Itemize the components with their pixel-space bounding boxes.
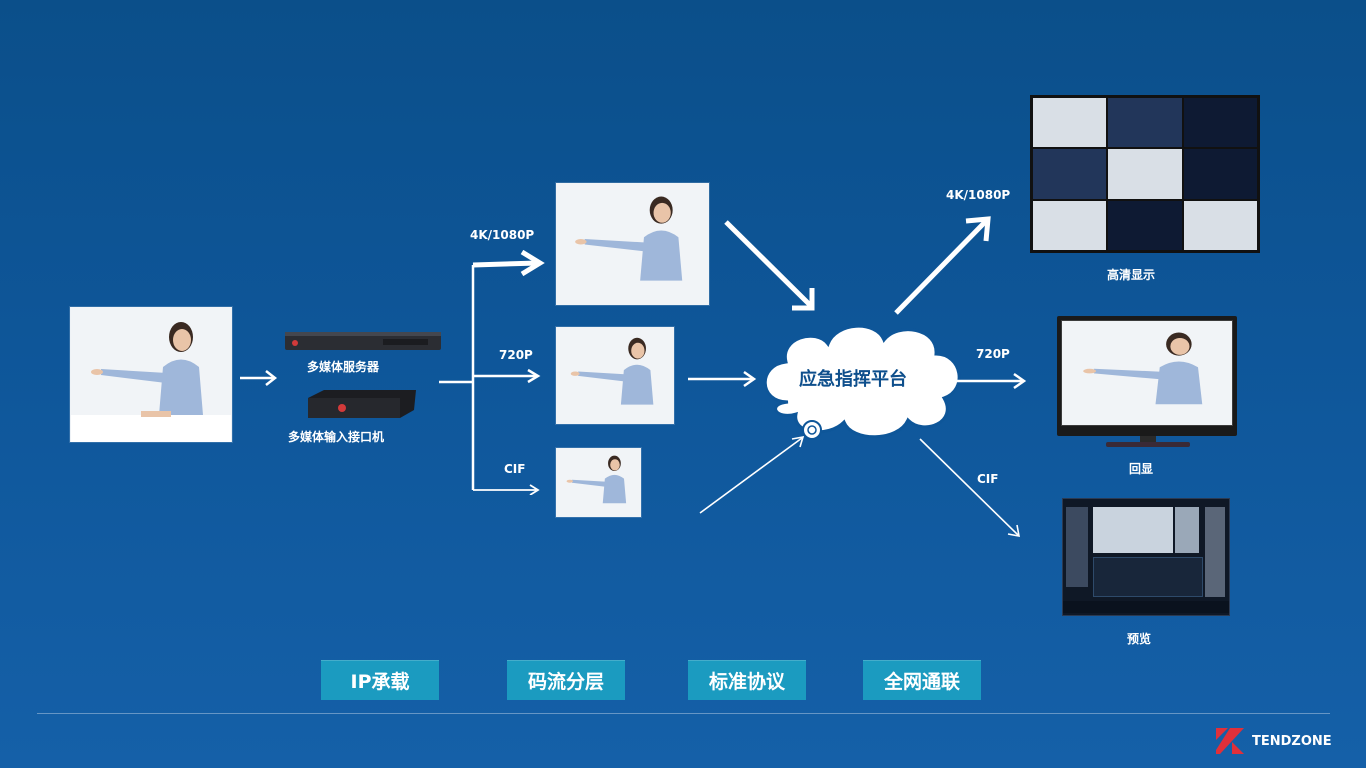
presenter-illustration [556, 183, 709, 305]
presenter-illustration [556, 327, 674, 424]
video-wall-tile [1108, 98, 1182, 148]
server-label: 多媒体服务器 [307, 360, 380, 374]
dashboard-toolbar [1063, 601, 1229, 613]
stream-label-720p: 720P [499, 348, 533, 362]
stream-branch-connector [439, 250, 545, 495]
video-wall-tile [1033, 98, 1107, 148]
video-wall-tile [1183, 149, 1257, 199]
output-caption-hd: 高清显示 [1106, 268, 1156, 282]
arrows-platform-to-outputs [894, 216, 1027, 537]
platform-label: 应急指挥平台 [799, 369, 907, 390]
video-wall-tile [1033, 200, 1107, 250]
dashboard-control-panel [1093, 557, 1203, 597]
multimedia-interface-box-icon [308, 390, 416, 418]
video-wall-tile [1183, 200, 1257, 250]
feature-standard-protocol: 标准协议 [688, 660, 806, 700]
feature-stream-layering: 码流分层 [507, 660, 625, 700]
brand-name: TENDZONE [1252, 734, 1332, 749]
footer-divider [37, 713, 1330, 714]
stream-image-4k [556, 183, 709, 305]
source-video-image [70, 307, 232, 442]
presenter-illustration [556, 448, 641, 517]
arrows-streams-to-platform [688, 220, 815, 514]
platform-cloud-shape [763, 324, 961, 440]
preview-dashboard [1062, 498, 1230, 616]
output-caption-echo: 回显 [1128, 462, 1154, 476]
output-caption-preview: 预览 [1126, 632, 1152, 646]
video-wall-tile [1033, 149, 1107, 199]
output-label-4k: 4K/1080P [946, 188, 1011, 202]
video-wall-tile [1183, 98, 1257, 148]
output-label-cif: CIF [977, 472, 999, 486]
tendzone-logo-icon [1216, 728, 1244, 754]
echo-monitor [1057, 316, 1237, 436]
interface-label: 多媒体输入接口机 [288, 430, 385, 444]
stream-label-4k: 4K/1080P [470, 228, 535, 242]
output-label-720p: 720P [976, 347, 1010, 361]
stream-image-cif [556, 448, 641, 517]
presenter-illustration [71, 307, 231, 442]
presenter-illustration [1062, 321, 1232, 425]
arrow-source-to-devices [240, 370, 278, 386]
multimedia-server-icon [285, 332, 441, 350]
dashboard-side-pane [1175, 507, 1199, 553]
dashboard-right-list [1205, 507, 1225, 597]
stream-label-cif: CIF [504, 462, 526, 476]
hd-video-wall [1030, 95, 1260, 253]
feature-full-network: 全网通联 [863, 660, 981, 700]
dashboard-left-list [1066, 507, 1088, 587]
video-wall-tile [1108, 149, 1182, 199]
feature-ip-bearer: IP承载 [321, 660, 439, 700]
monitor-stand [1106, 436, 1190, 447]
stream-image-720p [556, 327, 674, 424]
dashboard-video-pane [1093, 507, 1173, 553]
monitor-screen-image [1062, 321, 1232, 425]
video-wall-tile [1108, 200, 1182, 250]
